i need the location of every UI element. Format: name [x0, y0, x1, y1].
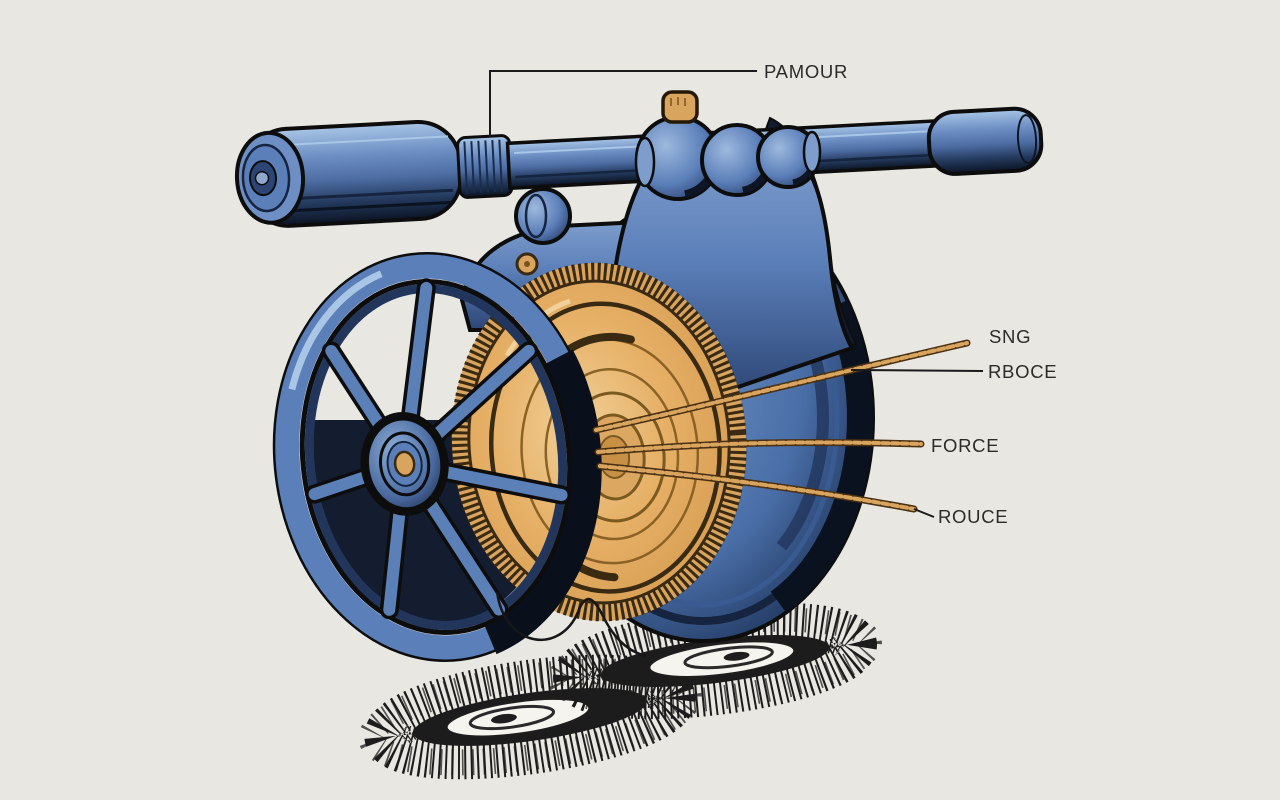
drum-teeth — [451, 262, 747, 622]
label-rouce: ROUCE — [938, 506, 1008, 527]
machine — [234, 90, 1044, 665]
shadow-center-dot — [723, 651, 750, 661]
leader-lines — [489, 70, 984, 518]
ropes — [592, 339, 971, 513]
bearing-collar-right — [802, 130, 822, 174]
label-pamour: PAMOUR — [764, 61, 848, 82]
label-rboce: RBOCE — [988, 361, 1057, 382]
wheel-rim-innerline — [299, 279, 573, 635]
housing-rim-shadow — [533, 195, 873, 641]
ferrule-ribs — [463, 139, 504, 194]
leader-pamour — [489, 70, 757, 137]
rope-rouce — [598, 464, 916, 511]
right-grip-cap — [1016, 114, 1038, 165]
shadow-center-dot — [491, 713, 517, 724]
shadow-center-disc — [648, 640, 796, 678]
left-grip-cap-nut — [254, 170, 270, 186]
label-force: FORCE — [931, 435, 999, 456]
housing-streaks — [577, 242, 829, 594]
axle-assembly — [234, 106, 1044, 228]
grip-shade-line — [291, 188, 453, 201]
wheel-rim-innerband — [304, 284, 568, 630]
label-sng: SNG — [989, 326, 1031, 347]
leader-rouce-tail — [913, 508, 935, 518]
mount-boss — [514, 187, 572, 245]
wheel-hub-pin — [393, 450, 416, 478]
crank-wheel — [270, 249, 602, 665]
shadow-spikes-outer — [358, 658, 702, 776]
shadow-center-ring — [468, 704, 556, 731]
rope-sng — [594, 341, 969, 432]
wheel-rim-shadow — [270, 249, 602, 665]
shadow-spikes — [552, 602, 878, 720]
rope-force — [596, 440, 923, 454]
shadow-center-ring — [683, 645, 774, 670]
wheel-hub — [360, 411, 449, 516]
mount-boss-face — [524, 193, 548, 239]
hanging-rope-loop — [495, 591, 647, 658]
drum-ring-bold — [488, 301, 722, 594]
grip-highlight-line — [288, 135, 449, 146]
leader-rboce — [850, 369, 984, 372]
top-knob — [661, 90, 699, 124]
right-grip — [926, 106, 1044, 176]
labels: PAMOUR SNG RBOCE FORCE ROUCE — [764, 61, 1057, 527]
knob-body — [661, 90, 699, 124]
bearing-cluster — [634, 115, 822, 201]
grip-shade-line — [293, 200, 452, 213]
rivet-pin-center — [524, 261, 530, 267]
bearing-collar-left — [634, 136, 656, 188]
